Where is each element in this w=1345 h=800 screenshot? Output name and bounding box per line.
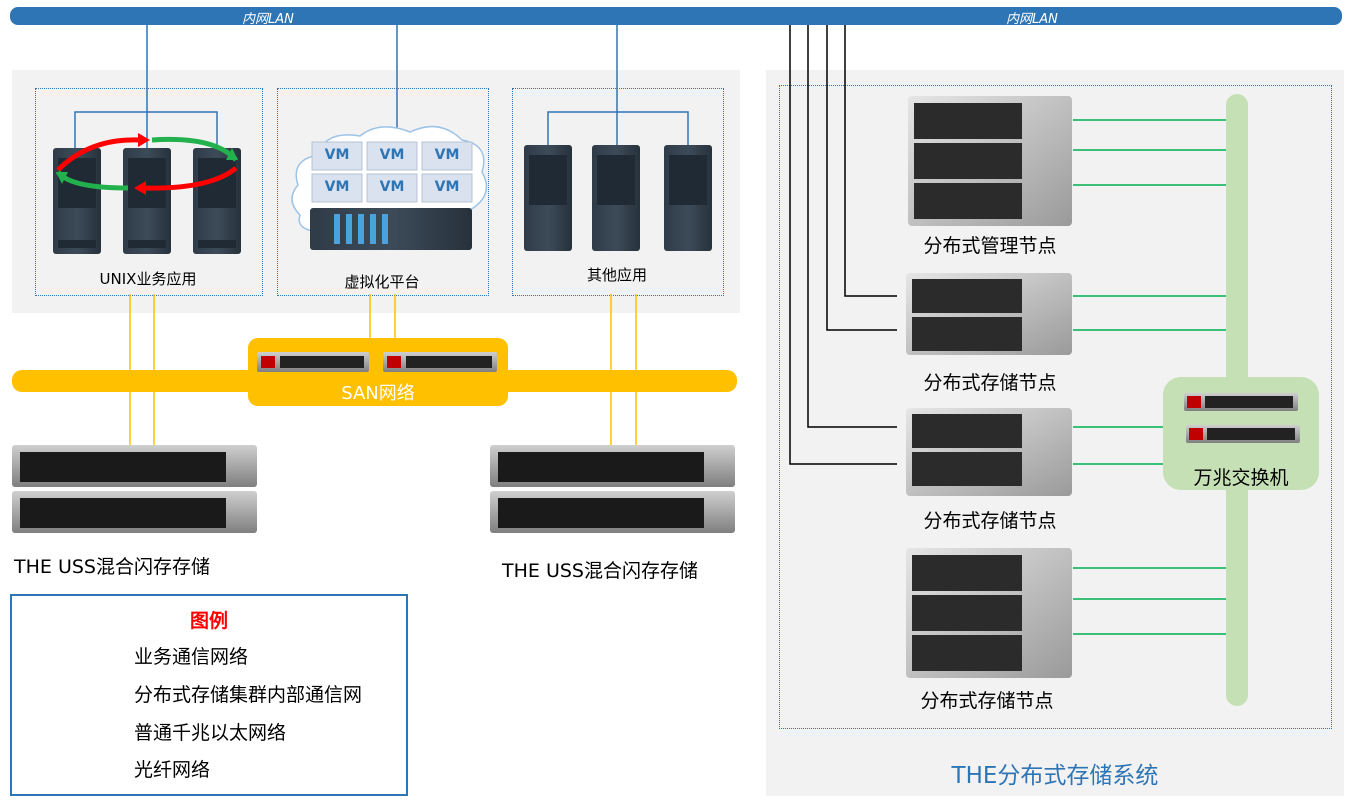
mgmt-node-label: 分布式管理节点	[923, 235, 1057, 257]
unix-server-3	[193, 148, 241, 254]
business-links	[789, 25, 897, 465]
lan-label-left: 内网LAN	[242, 12, 294, 27]
distributed-system-title: THE分布式存储系统	[951, 763, 1159, 789]
mgmt-node-rack	[908, 96, 1072, 226]
storage-node-label-2: 分布式存储节点	[923, 510, 1057, 532]
unix-app-group	[35, 88, 263, 296]
tengig-switch-1	[1184, 393, 1298, 411]
storage-node-rack-1	[906, 273, 1072, 355]
storage-left-label: THE USS混合闪存存储	[14, 556, 210, 578]
storage-node-label-3: 分布式存储节点	[920, 690, 1054, 712]
storage-array-right	[490, 445, 735, 533]
unix-server-2	[123, 148, 171, 254]
storage-node-rack-2	[906, 408, 1072, 496]
legend-title: 图例	[189, 610, 228, 632]
distributed-system-group	[779, 85, 1332, 729]
other-app-label: 其他应用	[586, 266, 647, 284]
virtualization-group	[277, 88, 489, 296]
other-server-2	[592, 145, 640, 251]
fiber-links	[129, 294, 637, 445]
vm-label-3: VM	[434, 147, 460, 163]
other-server-1	[524, 145, 572, 251]
vm-label-4: VM	[324, 179, 350, 195]
legend-item-business: 业务通信网络	[134, 646, 249, 668]
storage-node-rack-3	[906, 548, 1072, 678]
storage-node-label-1: 分布式存储节点	[923, 372, 1057, 394]
san-label: SAN网络	[341, 383, 415, 404]
san-switch-1	[257, 352, 369, 372]
tengig-switch-2	[1186, 425, 1300, 443]
storage-right-label: THE USS混合闪存存储	[502, 560, 698, 582]
virtualization-label: 虚拟化平台	[344, 273, 420, 291]
storage-array-left	[12, 445, 257, 533]
vm-label-5: VM	[379, 179, 405, 195]
vm-label-1: VM	[324, 147, 350, 163]
other-app-group	[512, 88, 724, 296]
unix-server-1	[53, 148, 101, 254]
legend: 图例 业务通信网络 分布式存储集群内部通信网 普通千兆以太网络 光纤网络	[10, 594, 408, 796]
ethernet-links	[74, 25, 689, 148]
legend-item-ethernet: 普通千兆以太网络	[134, 722, 287, 744]
lan-label-right: 内网LAN	[1006, 12, 1058, 27]
legend-item-cluster: 分布式存储集群内部通信网	[134, 684, 363, 706]
unix-app-label: UNIX业务应用	[99, 270, 197, 288]
tengig-switch-label: 万兆交换机	[1193, 467, 1289, 489]
lan-bar	[10, 7, 1342, 25]
vm-label-6: VM	[434, 179, 460, 195]
san-switch-2	[383, 352, 497, 372]
vm-boxes	[311, 141, 473, 203]
other-server-3	[664, 145, 712, 251]
legend-item-fiber: 光纤网络	[134, 759, 211, 781]
vm-label-2: VM	[379, 147, 405, 163]
